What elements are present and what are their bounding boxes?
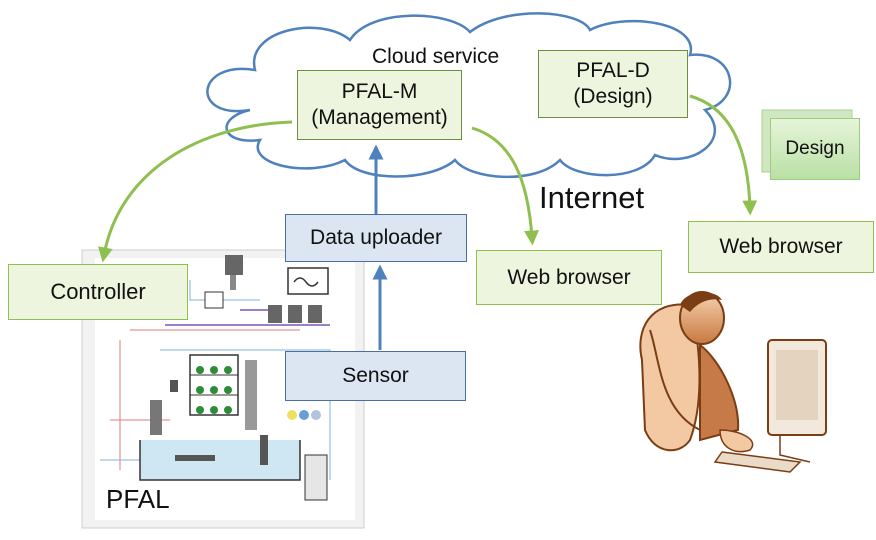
controller-box: Controller [8,264,188,320]
design-doc-box: Design [770,118,860,180]
controller-label: Controller [50,279,146,304]
sensor-label: Sensor [342,364,409,387]
internet-label: Internet [539,180,645,215]
pfal-m-title: PFAL-M [341,79,418,103]
pfal-d-box: PFAL-D (Design) [538,50,688,118]
web-browser-box-2: Web browser [688,221,874,273]
sensor-box: Sensor [285,351,466,401]
pfal-d-subtitle: (Design) [573,85,653,108]
person-at-computer-icon [639,291,827,473]
web-browser-label-2: Web browser [719,235,843,258]
arrow-pfal-d-to-web-browser-2 [689,94,758,216]
pfal-m-subtitle: (Management) [311,106,448,129]
arrow-pfal-m-to-web-browser-1 [471,126,539,246]
pfal-m-box: PFAL-M (Management) [297,70,462,140]
web-browser-box-1: Web browser [476,250,662,305]
pfal-label: PFAL [106,484,170,514]
data-uploader-box: Data uploader [285,214,467,262]
cloud-service-label: Cloud service [372,45,500,68]
design-doc-label: Design [785,138,845,159]
arrow-pfal-m-to-controller [98,120,293,263]
pfal-d-title: PFAL-D [576,58,650,82]
data-uploader-label: Data uploader [310,226,442,249]
web-browser-label-1: Web browser [507,265,631,289]
